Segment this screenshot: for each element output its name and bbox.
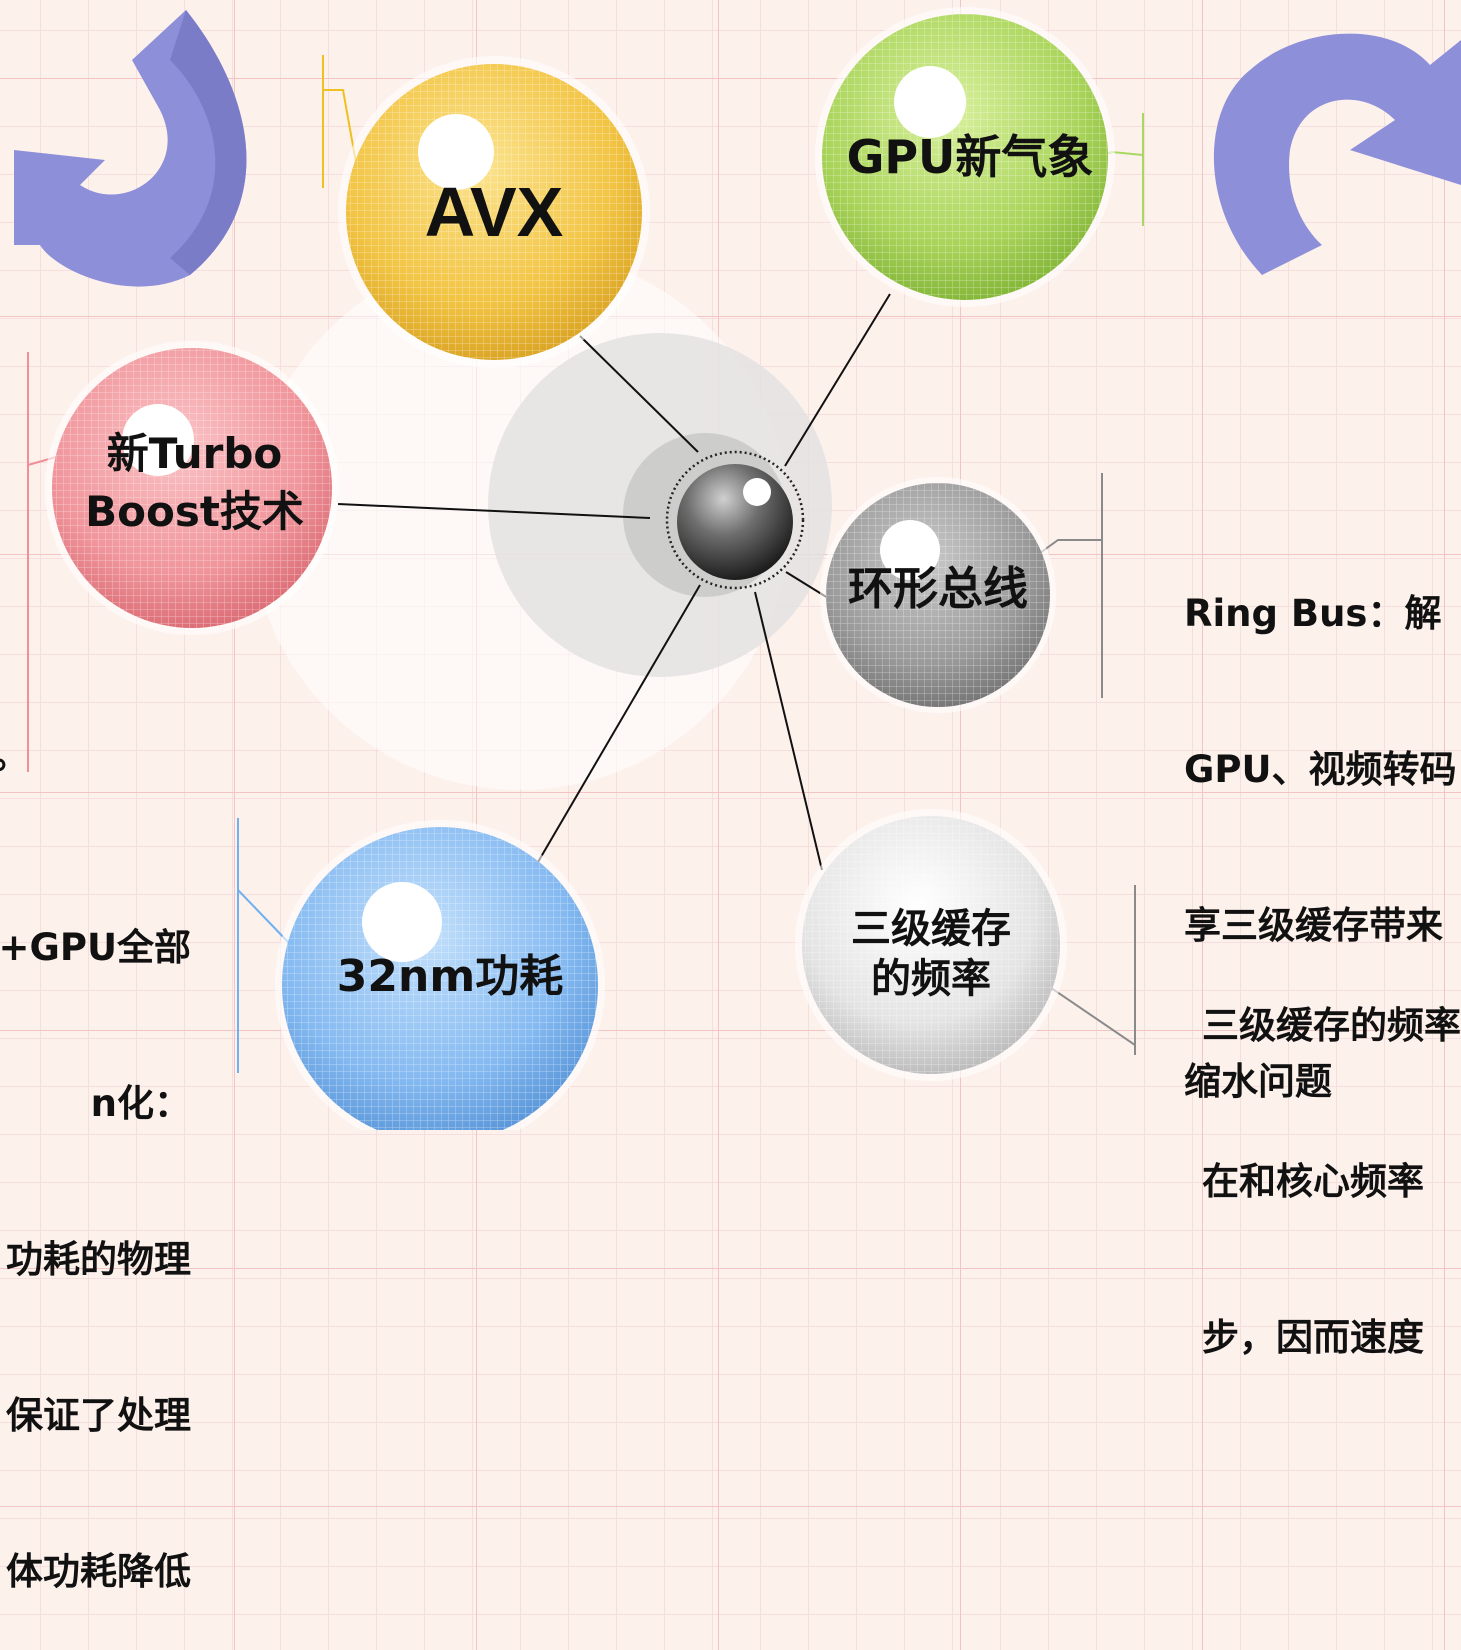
ring-bracket — [1039, 473, 1103, 698]
ring-highlight — [880, 520, 940, 580]
node-ring[interactable] — [820, 477, 1056, 713]
connector-turbo — [337, 503, 651, 519]
left-fragment: 。 — [0, 730, 29, 782]
ring-description: Ring Bus：解 GPU、视频转码 享三级缓存带来 缩水问题 — [1184, 484, 1457, 1160]
core-highlight — [743, 478, 771, 506]
cache-description-line: 步，因而速度 — [1202, 1316, 1424, 1359]
connector-cache — [754, 591, 823, 871]
node-label-avx: AVX — [424, 173, 564, 251]
core-dotted-ring — [665, 450, 805, 590]
node-cache[interactable] — [795, 809, 1067, 1081]
avx-highlight — [418, 114, 494, 190]
gpu-highlight — [894, 66, 966, 138]
power-highlight — [362, 882, 442, 962]
node-turbo[interactable] — [45, 341, 339, 635]
node-label-cache: 三级缓存 的频率 — [821, 904, 1041, 1004]
power-description-line: 体功耗降低 — [6, 1550, 191, 1593]
connector-power — [537, 584, 701, 863]
connector-gpu — [784, 293, 891, 467]
curved-arrow-left-shade — [170, 10, 247, 275]
power-description-line: 保证了处理 — [6, 1394, 191, 1437]
connector-avx — [579, 335, 699, 453]
node-label-turbo-line1: 新Turbo — [106, 429, 283, 478]
node-avx[interactable] — [338, 56, 650, 368]
curved-arrow-right-icon — [1213, 33, 1461, 275]
node-label-cache-line1: 三级缓存 — [851, 906, 1011, 952]
connector-lines — [337, 293, 891, 871]
ring-description-line: 缩水问题 — [1184, 1060, 1332, 1103]
node-label-ring: 环形总线 — [847, 562, 1028, 615]
node-gpu[interactable] — [815, 7, 1115, 307]
turbo-highlight — [122, 404, 194, 476]
power-description-line: 功耗的物理 — [6, 1238, 191, 1281]
power-bracket — [237, 818, 316, 1073]
node-label-power: 32nm功耗 — [336, 951, 564, 1002]
cache-bracket — [1012, 885, 1136, 1055]
node-label-turbo-line2: Boost技术 — [85, 487, 304, 536]
ring-description-line: GPU、视频转码 — [1184, 748, 1457, 791]
power-description-line: +GPU全部 — [0, 926, 191, 969]
avx-bracket — [322, 55, 361, 188]
node-label-cache-line2: 的频率 — [871, 956, 991, 1002]
cache-description: 三级缓存的频率 在和核心频率 步，因而速度 — [1202, 896, 1461, 1416]
node-label-turbo: 新Turbo Boost技术 — [62, 425, 327, 541]
cache-description-line: 在和核心频率 — [1202, 1160, 1424, 1203]
power-description-line: n化： — [90, 1082, 191, 1125]
cache-description-line: 三级缓存的频率 — [1202, 1004, 1461, 1047]
core-ball — [677, 464, 793, 580]
ring-description-line: 享三级缓存带来 — [1184, 904, 1443, 947]
power-description: +GPU全部 n化： 功耗的物理 保证了处理 体功耗降低 — [0, 818, 191, 1650]
mindmap-diagram — [14, 7, 1461, 1130]
ring-description-line: Ring Bus：解 — [1184, 592, 1442, 635]
node-power[interactable] — [275, 820, 605, 1130]
node-label-gpu: GPU新气象 — [846, 130, 1094, 184]
